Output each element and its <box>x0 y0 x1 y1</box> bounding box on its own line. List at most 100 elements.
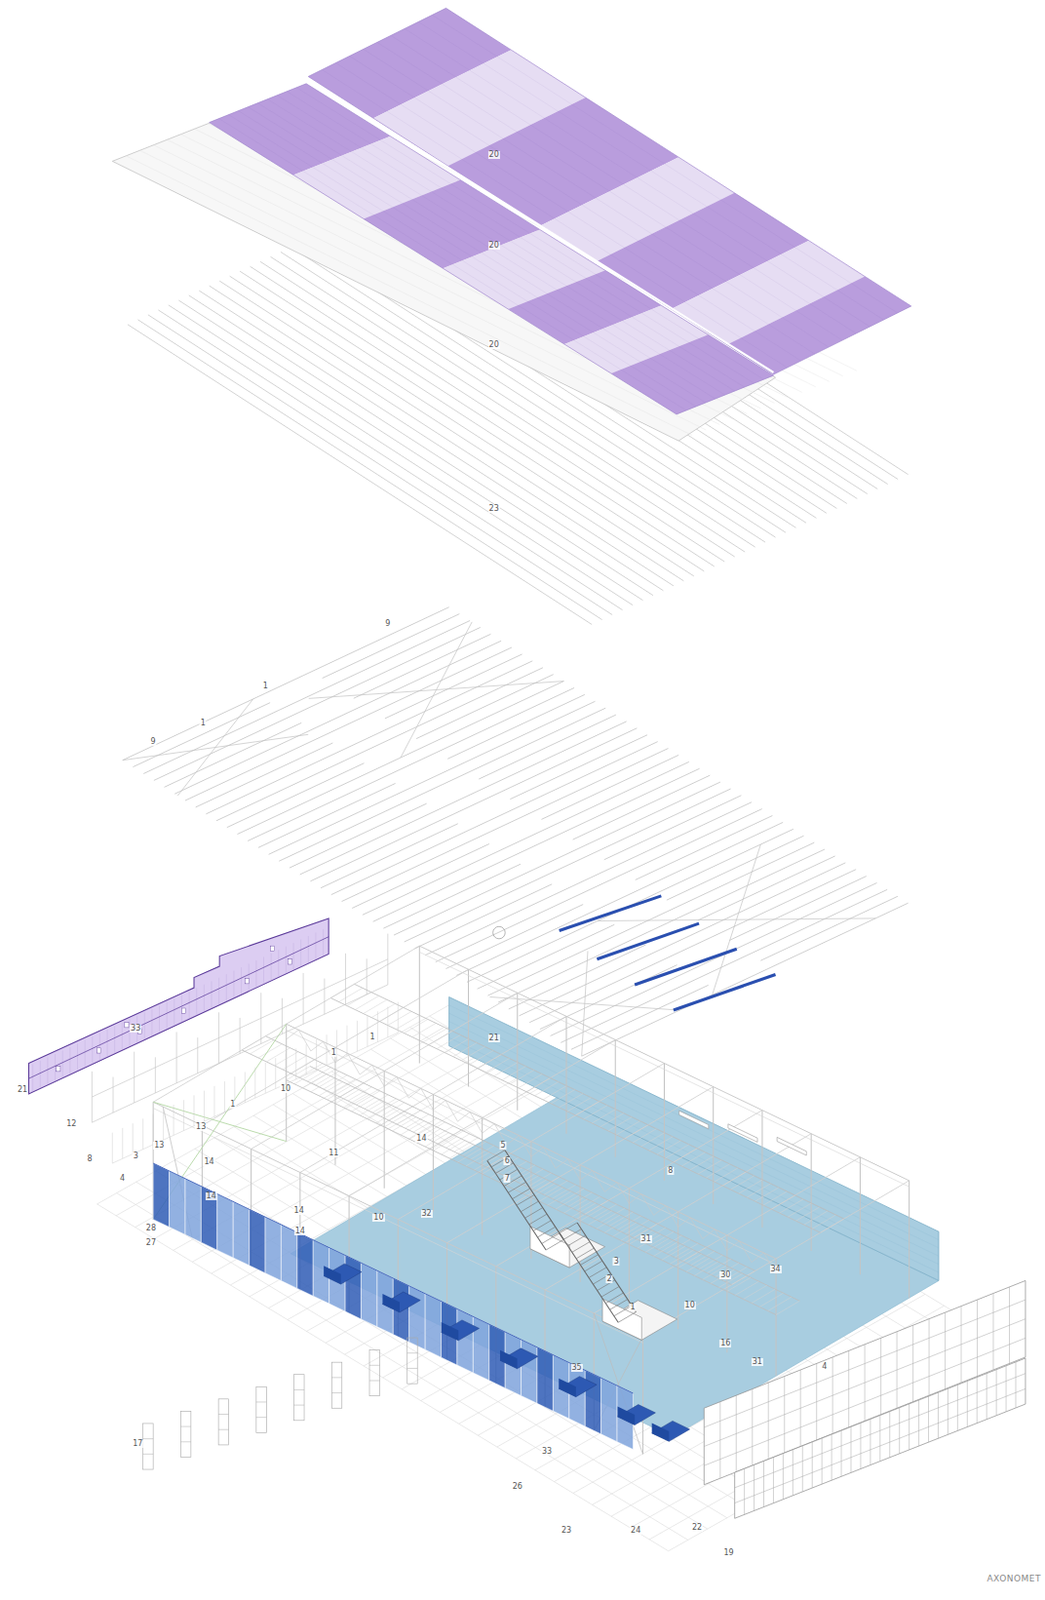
wall-frame <box>113 1077 115 1114</box>
roof-beam <box>571 984 709 1049</box>
walkway-slat <box>473 1156 498 1170</box>
edge-beam <box>286 1023 776 1259</box>
wall-hatch <box>69 1046 71 1074</box>
wall-frame <box>265 1062 267 1093</box>
roof-beam <box>477 924 616 989</box>
callout-number: 17 <box>131 1439 144 1448</box>
stair-tread <box>541 1233 560 1244</box>
wall-frame <box>132 1122 134 1154</box>
wall-line <box>449 1012 939 1248</box>
callout-number: 1 <box>262 682 270 691</box>
wall-hatch <box>62 1049 64 1077</box>
roof-beam <box>122 607 450 761</box>
callout-number: 20 <box>488 151 501 159</box>
roof-beam <box>666 835 805 900</box>
roof-beam <box>342 748 669 902</box>
walkway-slat <box>359 1101 384 1116</box>
walkway-edge <box>265 1036 755 1272</box>
cross-bracing <box>581 950 588 1056</box>
roof-layer <box>112 7 911 624</box>
wall-window <box>124 1022 129 1028</box>
walkway-slat <box>547 1191 572 1205</box>
callout-number: 10 <box>372 1213 385 1222</box>
panel-hatch <box>335 62 801 361</box>
walkway-slat <box>743 1284 768 1299</box>
stair-box <box>530 1226 570 1268</box>
walkway-slat <box>771 1195 795 1209</box>
callout-number: 21 <box>16 1085 29 1094</box>
roof-beam <box>466 828 794 982</box>
facade-glazing <box>360 1262 377 1326</box>
panel-mullion <box>1015 1361 1017 1408</box>
walkway-slat <box>591 1109 616 1123</box>
walkway-slat <box>604 1218 628 1233</box>
walkway-slat <box>518 1074 542 1088</box>
service-unit <box>618 1406 636 1426</box>
walkway-slat <box>274 1051 299 1066</box>
column <box>712 1086 714 1204</box>
wall-frame <box>239 1017 241 1054</box>
roof-beam <box>322 614 461 679</box>
panel-mullion <box>802 1445 804 1492</box>
wall-frame <box>315 1039 317 1070</box>
walkway-slat <box>596 1214 620 1229</box>
panel-mullion <box>947 1388 949 1434</box>
walkway-slat <box>661 1245 686 1260</box>
wall-window <box>270 945 275 951</box>
walkway-slat <box>583 1105 608 1120</box>
stair-tread <box>563 1229 581 1240</box>
walkway-slat <box>485 1057 509 1072</box>
roof-beam <box>132 702 271 768</box>
callout-number: 4 <box>820 1362 828 1371</box>
walkway-slat <box>502 1066 526 1081</box>
walkway-slat <box>697 1160 722 1174</box>
callout-number: 27 <box>145 1238 157 1247</box>
panel-mullion <box>879 1415 881 1462</box>
callout-number: 14 <box>293 1206 306 1215</box>
frame-bar <box>218 1413 229 1415</box>
panel-mullion <box>782 1453 784 1500</box>
walkway-slat <box>608 1117 632 1131</box>
facade-glazing <box>345 1254 361 1318</box>
column <box>811 1133 813 1251</box>
facade-glazing <box>297 1232 313 1296</box>
walkway-slat <box>763 1191 787 1205</box>
facade-glazing <box>521 1339 538 1403</box>
walkway-slat <box>657 1140 681 1155</box>
frame-bar <box>294 1389 305 1391</box>
panel-mullion <box>792 1449 794 1496</box>
walkway-slat <box>335 1089 359 1104</box>
stair-tread <box>601 1285 620 1297</box>
stair-tread <box>618 1312 636 1323</box>
panel-hatch <box>377 41 843 341</box>
panel-hatch <box>390 35 856 334</box>
walkway-slat <box>640 1132 664 1147</box>
window-frame <box>143 1423 154 1470</box>
walkway-slat <box>400 1121 425 1135</box>
wall-hatch <box>84 1040 86 1067</box>
walkway-slat <box>669 1249 694 1264</box>
wall-hatch <box>32 1064 34 1091</box>
frame-bar <box>143 1437 154 1439</box>
cross-bracing <box>177 698 253 796</box>
roof-beam <box>385 654 523 719</box>
wall-hatch <box>240 967 242 994</box>
roof-beam <box>247 687 575 841</box>
walkway-slat <box>376 1109 400 1123</box>
walkway-slat <box>588 1210 613 1225</box>
callout-number: 9 <box>384 619 391 628</box>
purlin-line <box>127 324 592 625</box>
walkway-slat <box>722 1171 746 1186</box>
walkway-slat <box>572 1202 596 1217</box>
stair-stringer <box>487 1160 546 1250</box>
cross-bracing <box>400 621 472 758</box>
stair-tread <box>487 1150 505 1162</box>
callout-number: 6 <box>503 1157 511 1165</box>
walkway-slat <box>567 1097 591 1112</box>
wall-hatch <box>277 949 279 976</box>
wall-hatch <box>158 1005 160 1032</box>
roof-beam <box>760 895 898 961</box>
panel-hatch <box>363 48 829 348</box>
panel-mullion <box>743 1468 745 1514</box>
wall-frame <box>377 1010 379 1042</box>
